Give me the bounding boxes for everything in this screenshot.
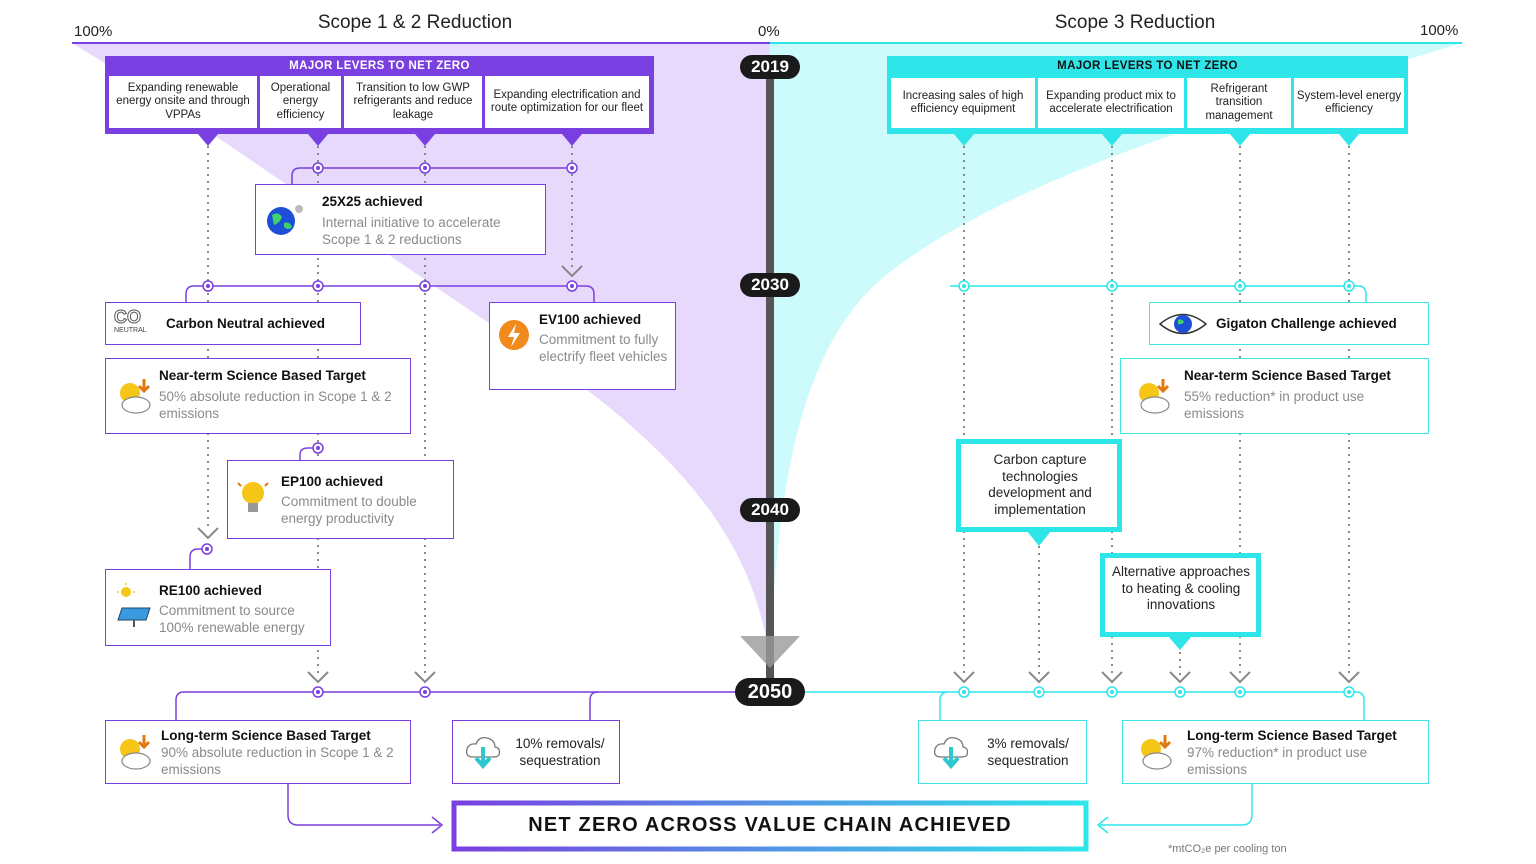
carbon-neutral-title: Carbon Neutral achieved — [166, 316, 326, 331]
right-levers-header: MAJOR LEVERS TO NET ZERO — [1057, 60, 1238, 72]
milestone-long-term-left: Long-term Science Based Target 90% absol… — [105, 720, 411, 784]
globe-icon — [267, 205, 303, 235]
scope3-title: Scope 3 Reduction — [1054, 12, 1216, 33]
co2-logo-sub: NEUTRAL — [114, 327, 147, 334]
ev100-title: EV100 achieved — [539, 312, 642, 327]
milestone-gigaton: Gigaton Challenge achieved — [1149, 302, 1429, 345]
net-zero-banner: NET ZERO ACROSS VALUE CHAIN ACHIEVED — [528, 814, 1012, 836]
scope12-funnel — [72, 43, 770, 668]
co2-logo-text: CO — [114, 307, 142, 327]
scope12-title: Scope 1 & 2 Reduction — [317, 12, 513, 33]
carbon-capture-box: Carbon capture technologies development … — [956, 439, 1122, 532]
gigaton-title: Gigaton Challenge achieved — [1216, 316, 1397, 331]
sun-cloud-arrow-icon — [120, 735, 151, 770]
milestone-carbon-neutral: CO NEUTRAL Carbon Neutral achieved — [105, 302, 361, 345]
re100-desc: Commitment to source 100% renewable ener… — [159, 603, 305, 635]
near-left-title: Near-term Science Based Target — [159, 368, 366, 383]
x25-desc: Internal initiative to accelerate Scope … — [322, 215, 501, 247]
left-lever-refrigerants: Transition to low GWP refrigerants and r… — [344, 76, 482, 128]
left-levers-header: MAJOR LEVERS TO NET ZERO — [289, 60, 470, 72]
carbon-capture-text: Carbon capture technologies development … — [988, 452, 1092, 517]
long-left-title: Long-term Science Based Target — [161, 728, 371, 743]
lightning-icon — [499, 320, 529, 350]
year-2030: 2030 — [740, 273, 800, 297]
removals-left-box: 10% removals/ sequestration — [452, 720, 620, 784]
near-right-title: Near-term Science Based Target — [1184, 368, 1391, 383]
right-lever-refrigerant: Refrigerant transition management — [1187, 78, 1291, 128]
left-lever-fleet: Expanding electrification and route opti… — [485, 76, 649, 128]
cloud-download-icon — [465, 736, 501, 769]
alt-heating-text: Alternative approaches to heating & cool… — [1111, 564, 1251, 612]
left-100-pct: 100% — [74, 23, 113, 40]
milestone-ep100: EP100 achieved Commitment to double ener… — [227, 460, 454, 539]
removals-left-text: 10% removals/ sequestration — [515, 736, 605, 768]
year-2019: 2019 — [740, 55, 800, 79]
left-lever-renewable: Expanding renewable energy onsite and th… — [109, 76, 257, 128]
co2-neutral-logo: CO NEUTRAL — [114, 308, 162, 338]
right-levers-panel: MAJOR LEVERS TO NET ZERO Increasing sale… — [887, 56, 1408, 134]
near-right-desc: 55% reduction* in product use emissions — [1184, 389, 1365, 421]
cloud-download-icon — [933, 736, 969, 769]
footnote: *mtCO₂e per cooling ton — [1168, 843, 1287, 855]
removals-right-box: 3% removals/ sequestration — [918, 720, 1087, 784]
ep100-desc: Commitment to double energy productivity — [281, 494, 417, 526]
re100-title: RE100 achieved — [159, 583, 262, 598]
milestone-25x25: 25X25 achieved Internal initiative to ac… — [255, 184, 546, 255]
zero-pct: 0% — [758, 23, 780, 40]
year-2050: 2050 — [735, 678, 805, 706]
milestone-near-term-right: Near-term Science Based Target 55% reduc… — [1120, 358, 1429, 434]
eye-globe-icon — [1158, 313, 1208, 335]
left-lever-efficiency: Operational energy efficiency — [260, 76, 341, 128]
milestone-long-term-right: Long-term Science Based Target 97% reduc… — [1122, 720, 1429, 784]
removals-right-text: 3% removals/ sequestration — [987, 736, 1069, 768]
alt-heating-box: Alternative approaches to heating & cool… — [1100, 553, 1261, 637]
ep100-title: EP100 achieved — [281, 474, 384, 489]
x25-title: 25X25 achieved — [322, 194, 423, 209]
year-2040: 2040 — [740, 498, 800, 522]
long-right-desc: 97% reduction* in product use emissions — [1187, 745, 1368, 777]
ev100-desc: Commitment to fully electrify fleet vehi… — [539, 332, 668, 364]
left-levers-panel: MAJOR LEVERS TO NET ZERO Expanding renew… — [105, 56, 654, 134]
right-lever-sales: Increasing sales of high efficiency equi… — [891, 78, 1035, 128]
scope3-funnel — [770, 43, 1462, 668]
sun-cloud-arrow-icon — [1139, 379, 1170, 414]
milestone-ev100: EV100 achieved Commitment to fully elect… — [489, 302, 676, 390]
near-left-desc: 50% absolute reduction in Scope 1 & 2 em… — [159, 389, 392, 421]
right-lever-product-mix: Expanding product mix to accelerate elec… — [1038, 78, 1184, 128]
solar-panel-icon — [117, 583, 151, 627]
right-100-pct: 100% — [1420, 22, 1459, 39]
right-lever-system: System-level energy efficiency — [1294, 78, 1404, 128]
milestone-re100: RE100 achieved Commitment to source 100%… — [105, 569, 331, 646]
sun-cloud-arrow-icon — [1141, 735, 1172, 770]
long-right-title: Long-term Science Based Target — [1187, 728, 1397, 743]
long-left-desc: 90% absolute reduction in Scope 1 & 2 em… — [161, 745, 394, 777]
milestone-near-term-left: Near-term Science Based Target 50% absol… — [105, 358, 411, 434]
sun-cloud-arrow-icon — [120, 379, 151, 414]
lightbulb-icon — [237, 482, 269, 512]
